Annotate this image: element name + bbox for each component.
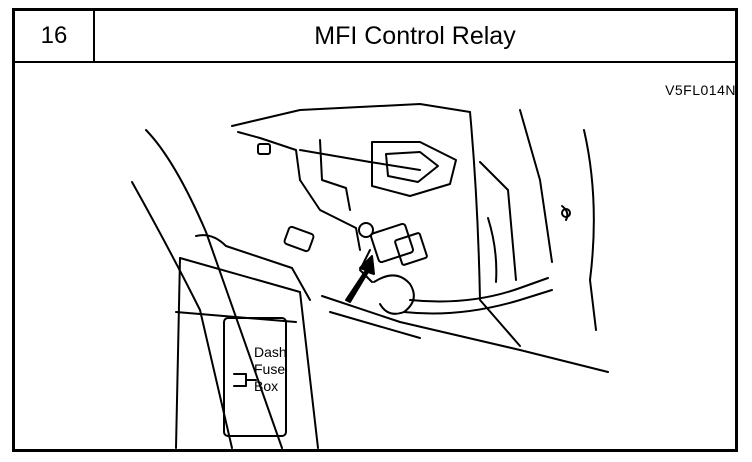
tunnel-left xyxy=(469,111,521,347)
relay-arrow xyxy=(345,255,375,303)
tunnel-rib xyxy=(487,217,498,283)
fuse-box-outline xyxy=(223,317,287,437)
door-pillar xyxy=(145,129,283,449)
kick-panel-edge xyxy=(175,257,181,449)
floor-line xyxy=(321,295,609,373)
console-edge xyxy=(583,129,597,331)
console-hole xyxy=(561,205,569,221)
tunnel-right xyxy=(479,161,517,281)
fuse-box-label: Dash Fuse Box xyxy=(254,344,287,395)
step-number: 16 xyxy=(15,11,95,61)
wire-harness-3 xyxy=(403,289,553,315)
console-edge-2 xyxy=(519,109,553,263)
figure-frame: 16 MFI Control Relay xyxy=(12,8,738,452)
relay-body xyxy=(370,222,414,264)
relay-bolt xyxy=(358,222,374,238)
kick-panel-front xyxy=(179,257,319,449)
console-hole-ring xyxy=(561,208,571,218)
fuse-box-label-line2: Fuse xyxy=(254,361,286,377)
dash-panel-left xyxy=(237,131,301,181)
door-pillar-inner xyxy=(131,181,233,449)
fuse-box-clip xyxy=(233,373,247,387)
floor-line-2 xyxy=(329,311,421,339)
relay-connector xyxy=(394,232,428,266)
dash-bracket-inner xyxy=(319,139,351,211)
relay-bracket xyxy=(359,249,373,283)
header-row: 16 MFI Control Relay xyxy=(15,11,735,63)
dash-bracket xyxy=(299,179,361,251)
figure-code: V5FL014N xyxy=(665,82,736,98)
dash-duct xyxy=(371,141,457,197)
dash-mount-hole xyxy=(257,143,271,155)
dash-panel-mid xyxy=(299,149,421,171)
fuse-box-label-line3: Box xyxy=(254,378,279,394)
dash-small-slot xyxy=(283,225,315,253)
fuse-box-label-line1: Dash xyxy=(254,344,287,360)
dash-duct-inner xyxy=(385,151,439,183)
dash-upper-line xyxy=(231,103,471,127)
wire-harness xyxy=(373,274,415,315)
page-title: MFI Control Relay xyxy=(314,21,516,50)
wire-harness-2 xyxy=(409,277,549,303)
kick-panel-top xyxy=(195,234,311,301)
